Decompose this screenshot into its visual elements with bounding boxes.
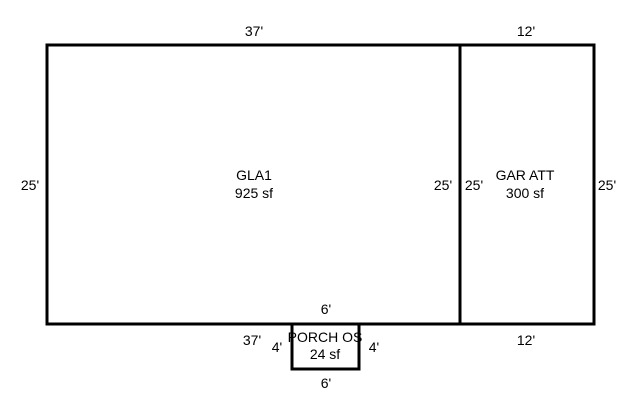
gla1-left-dimension: 25'	[21, 177, 39, 193]
porch-top-dimension: 6'	[321, 301, 331, 317]
garage-outline	[458, 43, 596, 326]
gla1-area-sf: 925 sf	[235, 185, 273, 201]
porch-area: PORCH OS 24 sf 6' 4' 4' 6'	[272, 301, 379, 391]
gla1-name: GLA1	[236, 167, 272, 183]
porch-name: PORCH OS	[288, 329, 363, 345]
garage-bottom-dimension: 12'	[517, 332, 535, 348]
gla1-area: GLA1 925 sf 37' 25' 25' 37'	[21, 23, 462, 348]
porch-bottom-dimension: 6'	[321, 375, 331, 391]
garage-area: GAR ATT 300 sf 12' 25' 25' 12'	[458, 23, 616, 348]
porch-area-sf: 24 sf	[310, 346, 340, 362]
garage-name: GAR ATT	[496, 167, 555, 183]
porch-right-dimension: 4'	[369, 339, 379, 355]
gla1-bottom-dimension: 37'	[243, 332, 261, 348]
garage-top-dimension: 12'	[517, 23, 535, 39]
garage-right-dimension: 25'	[598, 177, 616, 193]
porch-left-dimension: 4'	[272, 339, 282, 355]
gla1-right-dimension: 25'	[434, 177, 452, 193]
garage-left-dimension: 25'	[465, 177, 483, 193]
porch-outline	[290, 322, 361, 371]
gla1-top-dimension: 37'	[245, 23, 263, 39]
garage-area-sf: 300 sf	[506, 185, 544, 201]
